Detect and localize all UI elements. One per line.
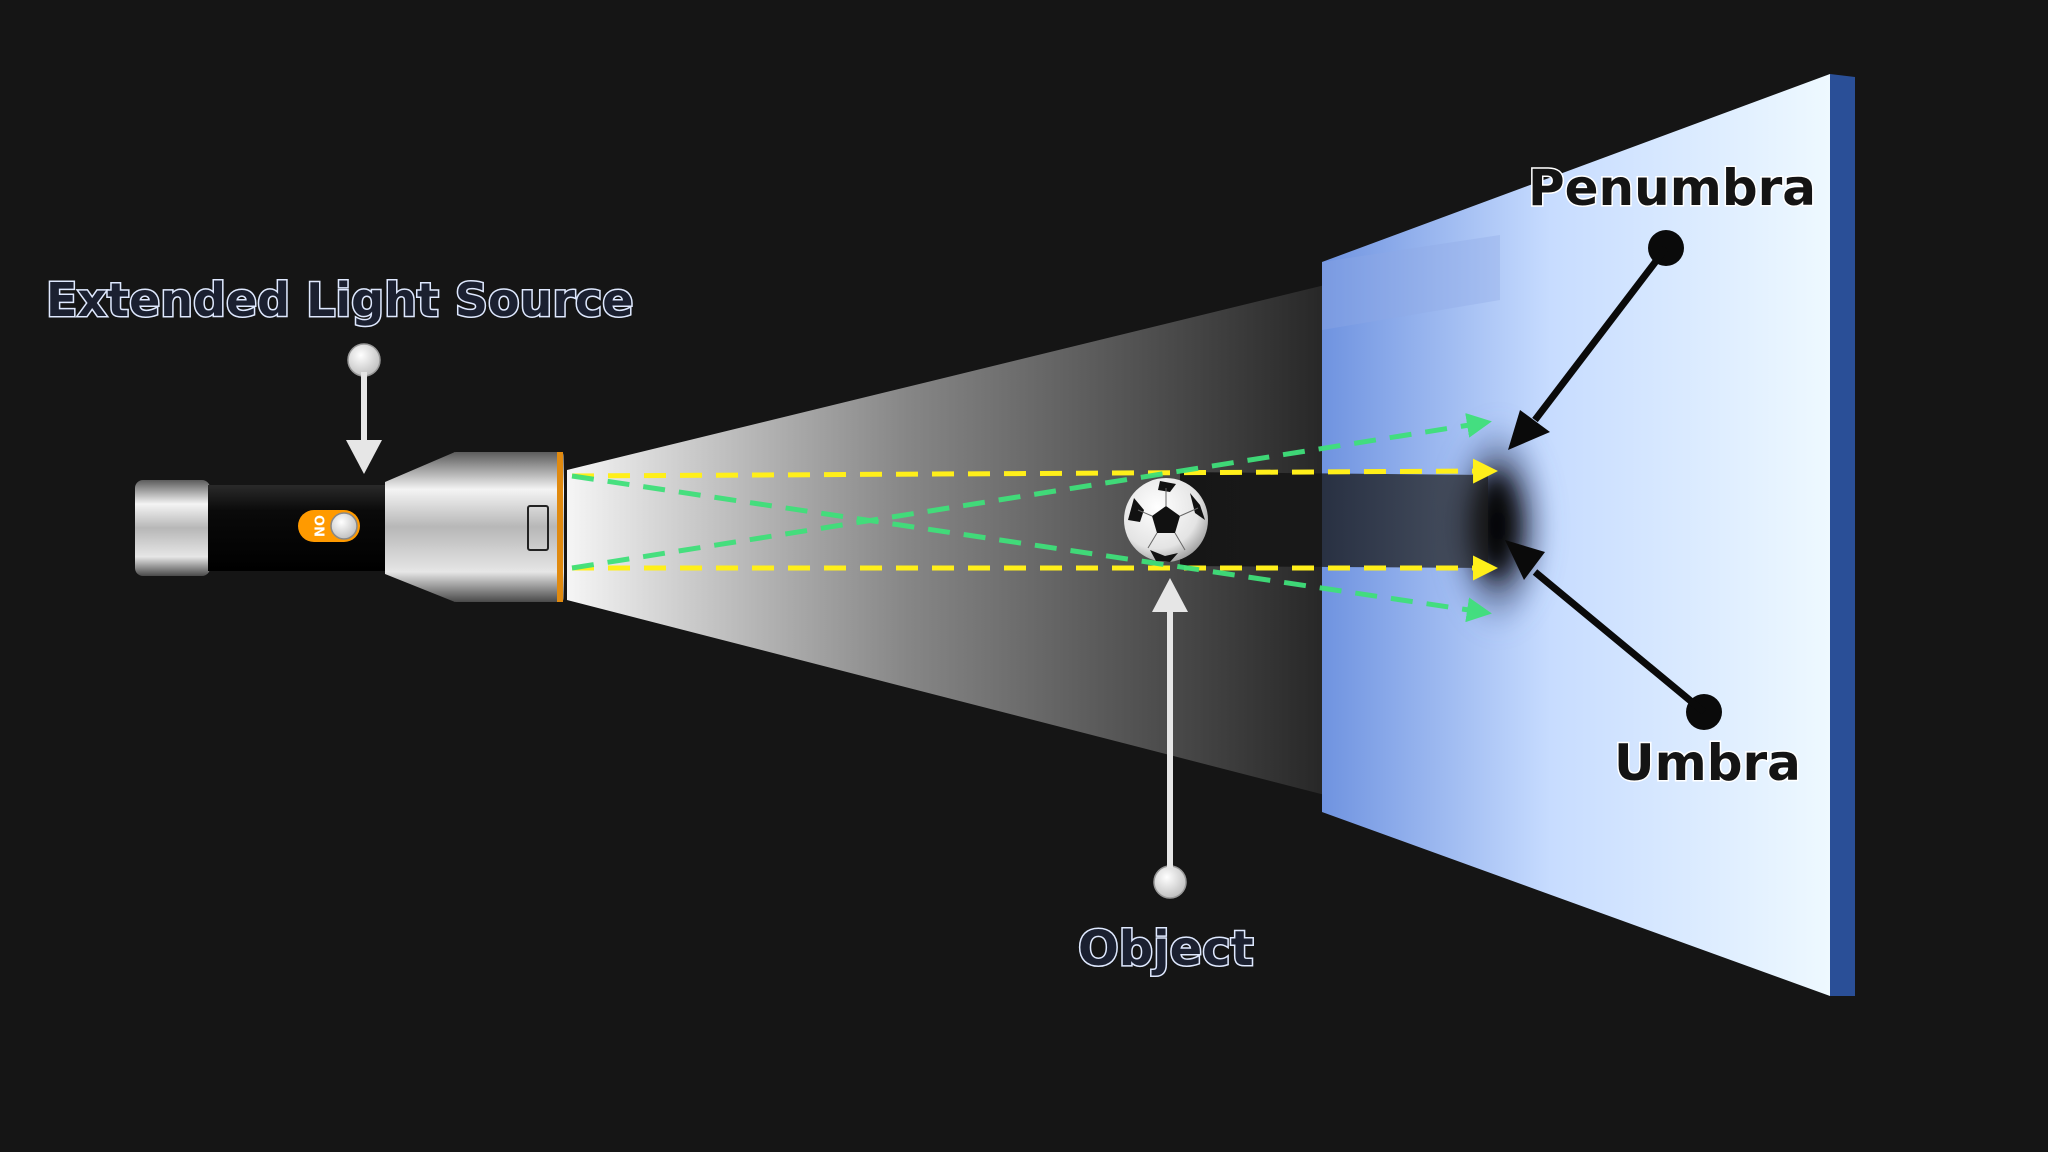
edge-rays [571, 413, 1492, 623]
power-switch-knob [330, 512, 358, 540]
light-source-pointer [346, 343, 382, 474]
object-label: Object [1078, 921, 1254, 977]
umbra-label: Umbra [1614, 734, 1801, 792]
edge-ray-bottom-cross [571, 413, 1492, 571]
object-pointer [1152, 578, 1188, 899]
flashlight-icon: ON [135, 452, 564, 602]
edge-ray-top-cross [571, 473, 1492, 623]
shadow-tube [1180, 472, 1488, 568]
direct-ray-top [571, 458, 1498, 484]
umbra-pointer [1505, 540, 1722, 730]
penumbra-label: Penumbra [1528, 159, 1816, 217]
screen-panel [1322, 74, 1855, 996]
light-source-label: Extended Light Source [46, 273, 634, 327]
soccer-ball-icon [1124, 478, 1208, 562]
light-beam [567, 285, 1325, 795]
penumbra-pointer [1508, 230, 1684, 450]
power-switch-label: ON [311, 515, 326, 537]
direct-rays [571, 458, 1498, 581]
